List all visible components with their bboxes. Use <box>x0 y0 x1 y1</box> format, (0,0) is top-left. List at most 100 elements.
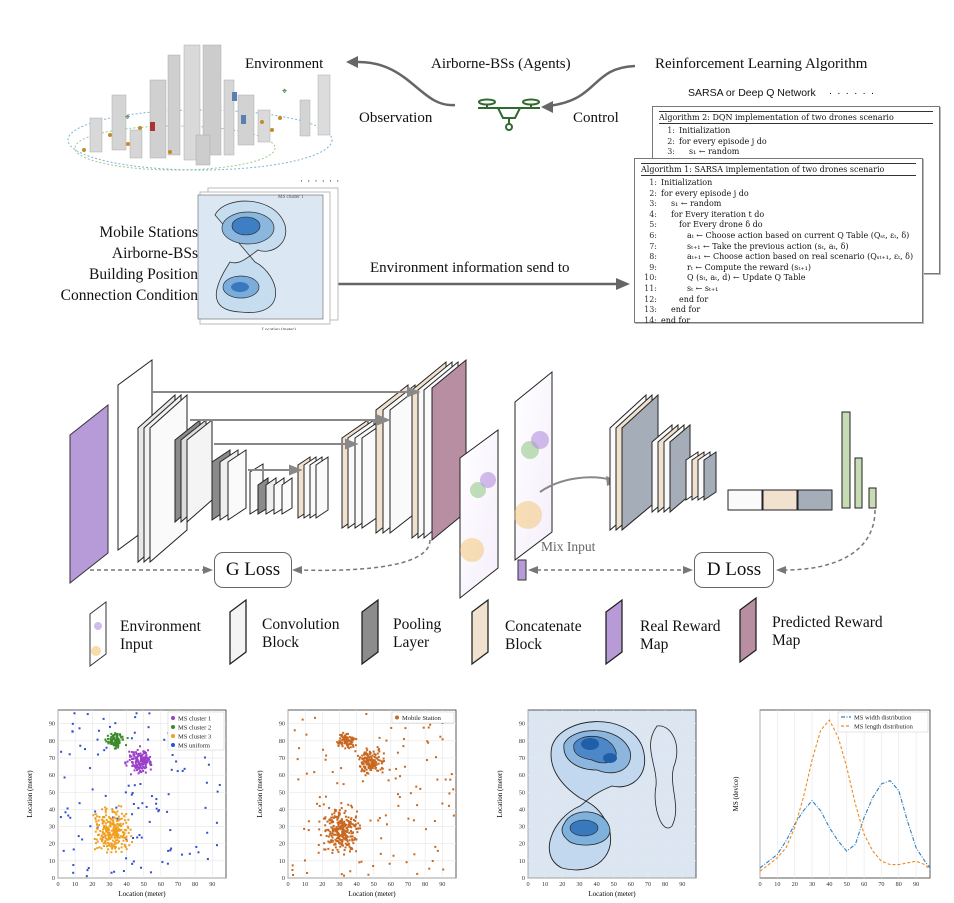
uniform-point <box>166 862 169 865</box>
discriminator <box>609 393 877 532</box>
cluster-2-point <box>121 735 124 738</box>
mobile-station-point <box>452 814 455 817</box>
y-axis-label: Location (meter) <box>496 770 504 818</box>
uniform-point <box>167 849 170 852</box>
mobile-station-point <box>398 796 401 799</box>
mobile-station-point <box>370 764 373 767</box>
mobile-station-point <box>336 833 339 836</box>
x-tick-label: 50 <box>611 881 617 888</box>
y-tick-label: 40 <box>279 806 285 813</box>
cluster-3-point <box>120 850 123 853</box>
cluster-1-point <box>141 767 144 770</box>
uniform-point <box>88 767 91 770</box>
mobile-station-point <box>334 810 337 813</box>
mobile-station-point <box>337 850 340 853</box>
mobile-station-point <box>349 746 352 749</box>
mobile-station-point <box>343 874 346 877</box>
cluster-3-point <box>98 846 101 849</box>
cluster-1-point <box>135 757 138 760</box>
uniform-point <box>102 717 105 720</box>
x-tick-label: 30 <box>576 881 582 888</box>
uniform-point <box>163 738 166 741</box>
cluster-2-point <box>118 739 121 742</box>
cluster-1-point <box>140 754 143 757</box>
mobile-station-point <box>335 837 338 840</box>
mobile-station-point <box>335 815 338 818</box>
cluster-3-point <box>116 836 119 839</box>
cluster-3-point <box>110 834 113 837</box>
mobile-station-point <box>361 758 364 761</box>
x-tick-label: 50 <box>844 881 850 888</box>
mobile-station-point <box>347 816 350 819</box>
mobile-station-point <box>441 738 444 741</box>
uniform-point <box>150 795 153 798</box>
mobile-station-point <box>397 804 400 807</box>
cluster-2-point <box>112 735 115 738</box>
mobile-station-point <box>347 825 350 828</box>
mobile-station-point <box>367 762 370 765</box>
mobile-station-point <box>341 839 344 842</box>
uniform-point <box>141 802 144 805</box>
mobile-station-point <box>343 834 346 837</box>
cluster-3-point <box>115 842 118 845</box>
cluster-2-point <box>117 742 120 745</box>
uniform-point <box>166 810 169 813</box>
mobile-station-point <box>340 802 343 805</box>
cluster-3-point <box>94 813 97 816</box>
y-tick-label: 30 <box>279 824 285 831</box>
cluster-2-point <box>113 744 116 747</box>
mobile-station-point <box>324 830 327 833</box>
uniform-point <box>97 729 100 732</box>
cluster-3-point <box>97 819 100 822</box>
mobile-station-point <box>363 765 366 768</box>
mobile-station-point <box>348 850 351 853</box>
cluster-3-point <box>116 822 119 825</box>
x-tick-label: 80 <box>192 881 198 888</box>
cluster-3-point <box>112 829 115 832</box>
cluster-3-point <box>120 817 123 820</box>
cluster-3-point <box>111 847 114 850</box>
uniform-point <box>218 783 221 786</box>
x-tick-label: 0 <box>56 881 59 888</box>
mobile-station-point <box>351 839 354 842</box>
mobile-station-point <box>371 754 374 757</box>
cluster-3-point <box>109 825 112 828</box>
cluster-3-point <box>116 810 119 813</box>
mobile-station-point <box>322 803 325 806</box>
cluster-1-point <box>144 762 147 765</box>
mobile-station-point <box>360 761 363 764</box>
mobile-station-point <box>367 760 370 763</box>
mobile-station-point <box>388 862 391 865</box>
algo1-line: end for <box>671 305 701 315</box>
algo1-line: end for <box>661 315 691 325</box>
pooling-layer-icon <box>361 598 379 666</box>
cluster-1-point <box>142 750 145 753</box>
mobile-station-point <box>337 816 340 819</box>
cluster-1-point <box>139 769 142 772</box>
cluster-1-point <box>142 756 145 759</box>
mobile-station-point <box>345 830 348 833</box>
mobile-station-point <box>340 834 343 837</box>
cluster-3-point <box>119 822 122 825</box>
mobile-station-point <box>365 753 368 756</box>
mobile-station-point <box>329 832 332 835</box>
uniform-point <box>130 737 133 740</box>
x-tick-label: 70 <box>175 881 181 888</box>
x-tick-label: 20 <box>89 881 95 888</box>
mobile-station-point <box>444 778 447 781</box>
cluster-3-point <box>108 820 111 823</box>
algo1-line: sₜ₊₁ ← Take the previous action (sₜ, aₜ,… <box>687 241 849 251</box>
cluster-1-point <box>133 765 136 768</box>
x-tick-label: 60 <box>628 881 634 888</box>
mobile-station-point <box>338 833 341 836</box>
mobile-station-point <box>397 793 400 796</box>
x-tick-label: 80 <box>662 881 668 888</box>
mobile-station-point <box>329 841 332 844</box>
algo2-line: s₁ ← random <box>689 147 740 157</box>
mobile-station-point <box>337 828 340 831</box>
mobile-station-point <box>341 841 344 844</box>
cluster-3-point <box>122 839 125 842</box>
mobile-station-point <box>293 729 296 732</box>
algo1-line: Q (sₜ, aₜ, d) ← Update Q Table <box>687 273 806 283</box>
